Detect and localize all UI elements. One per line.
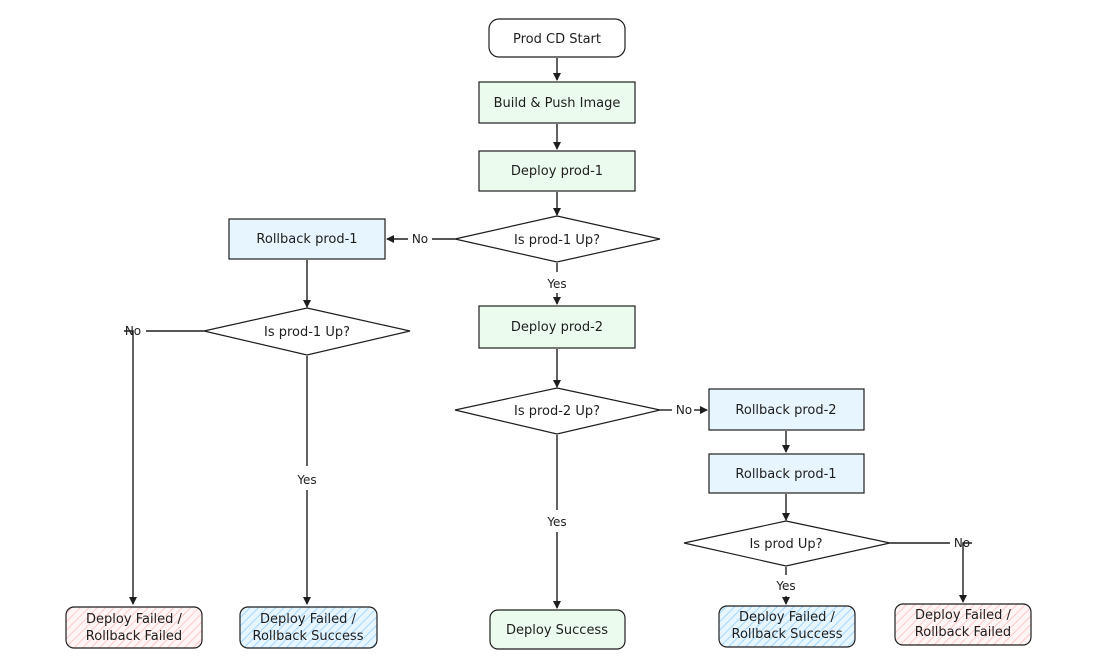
node-failed-right[interactable]: Deploy Failed / Rollback Failed bbox=[894, 603, 1032, 646]
check1-no-label: No bbox=[412, 232, 428, 246]
node-deploy-prod-2-label: Deploy prod-2 bbox=[511, 320, 603, 335]
node-check-prod-label: Is prod Up? bbox=[749, 537, 822, 552]
node-failed-right-line2: Rollback Failed bbox=[915, 625, 1011, 640]
node-rollback-success-left-line1: Deploy Failed / bbox=[260, 612, 357, 627]
check1b-no-label: No bbox=[125, 324, 141, 338]
check2-no-label: No bbox=[676, 403, 692, 417]
node-rollback-prod-1-right-label: Rollback prod-1 bbox=[735, 467, 836, 482]
node-failed-left[interactable]: Deploy Failed / Rollback Failed bbox=[65, 606, 203, 649]
check1b-yes-label: Yes bbox=[296, 473, 316, 487]
check2-yes-label: Yes bbox=[546, 515, 566, 529]
node-start[interactable]: Prod CD Start bbox=[488, 18, 626, 58]
node-deploy-success-label: Deploy Success bbox=[506, 623, 608, 638]
node-deploy-prod-1[interactable]: Deploy prod-1 bbox=[478, 150, 636, 192]
node-rollback-prod-1-left[interactable]: Rollback prod-1 bbox=[228, 218, 386, 260]
node-rollback-success-right-line2: Rollback Success bbox=[732, 627, 843, 642]
checkprod-no-label: No bbox=[954, 536, 970, 550]
edge-checkprod-no-failed bbox=[959, 542, 972, 603]
node-deploy-prod-2[interactable]: Deploy prod-2 bbox=[478, 305, 636, 349]
node-check-prod-1-after-rollback-label: Is prod-1 Up? bbox=[264, 325, 350, 340]
node-rollback-prod-2-label: Rollback prod-2 bbox=[735, 403, 836, 418]
node-failed-left-line1: Deploy Failed / bbox=[86, 612, 183, 627]
node-rollback-prod-1-left-label: Rollback prod-1 bbox=[256, 232, 357, 247]
node-rollback-prod-1-right[interactable]: Rollback prod-1 bbox=[708, 453, 865, 494]
node-rollback-success-right[interactable]: Deploy Failed / Rollback Success bbox=[718, 605, 856, 648]
node-check-prod-2[interactable]: Is prod-2 Up? bbox=[454, 387, 661, 435]
node-rollback-prod-2[interactable]: Rollback prod-2 bbox=[708, 388, 865, 431]
node-check-prod-1-label: Is prod-1 Up? bbox=[514, 233, 600, 248]
edge-check1b-no-failed bbox=[124, 330, 137, 605]
node-failed-left-line2: Rollback Failed bbox=[86, 629, 182, 644]
node-failed-right-line1: Deploy Failed / bbox=[915, 608, 1012, 623]
node-check-prod-1[interactable]: Is prod-1 Up? bbox=[454, 215, 661, 263]
checkprod-yes-label: Yes bbox=[775, 579, 795, 593]
node-rollback-success-left-line2: Rollback Success bbox=[253, 629, 364, 644]
edges: No Yes No Yes No Yes No bbox=[124, 58, 972, 609]
node-build-label: Build & Push Image bbox=[494, 96, 621, 111]
node-start-label: Prod CD Start bbox=[513, 32, 601, 47]
nodes: Prod CD Start Build & Push Image Deploy … bbox=[65, 18, 1032, 650]
check1-yes-label: Yes bbox=[546, 277, 566, 291]
node-rollback-success-left[interactable]: Deploy Failed / Rollback Success bbox=[239, 606, 378, 649]
node-check-prod-1-after-rollback[interactable]: Is prod-1 Up? bbox=[203, 307, 411, 356]
node-deploy-prod-1-label: Deploy prod-1 bbox=[511, 164, 603, 179]
node-rollback-success-right-line1: Deploy Failed / bbox=[739, 610, 836, 625]
node-check-prod[interactable]: Is prod Up? bbox=[683, 520, 891, 567]
node-deploy-success[interactable]: Deploy Success bbox=[489, 609, 626, 650]
node-build[interactable]: Build & Push Image bbox=[478, 81, 636, 124]
node-check-prod-2-label: Is prod-2 Up? bbox=[514, 404, 600, 419]
